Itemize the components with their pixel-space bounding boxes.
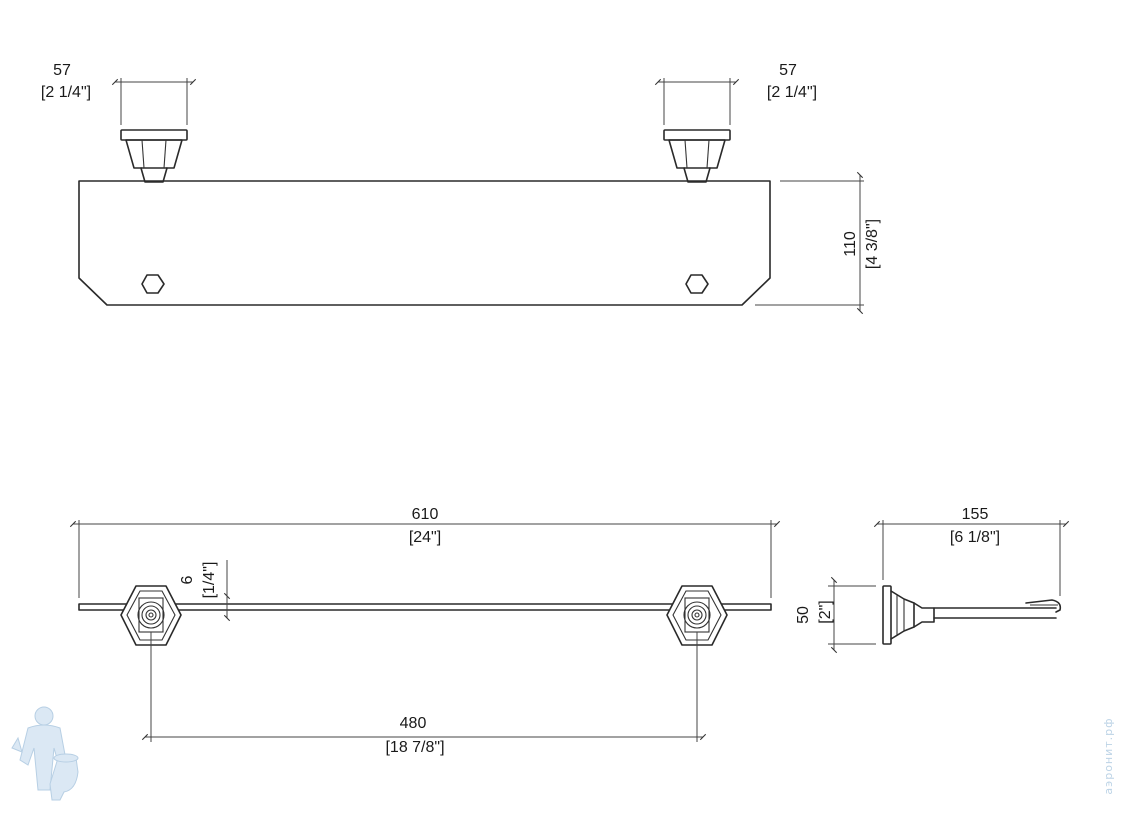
right-rosette-top — [666, 585, 728, 646]
label-glass-thickness-in: [1/4"] — [201, 562, 218, 599]
label-left-bracket-mm: 57 — [53, 62, 71, 79]
hex-screw-right — [685, 274, 709, 294]
label-glass-height-in: [4 3/8"] — [864, 219, 881, 269]
label-side-base-height-mm: 50 — [795, 606, 812, 624]
dim-glass-height: 110 [4 3/8"] — [755, 171, 881, 315]
front-view: 57 [2 1/4"] 57 [2 1/4"] 110 [4 3/8"] — [41, 62, 881, 315]
label-glass-thickness-mm: 6 — [179, 575, 196, 584]
label-mounting-centers-mm: 480 — [400, 715, 427, 732]
label-overall-length-mm: 610 — [412, 506, 439, 523]
dim-right-bracket: 57 [2 1/4"] — [654, 62, 817, 125]
label-mounting-centers-in: [18 7/8"] — [385, 739, 444, 756]
dim-mounting-centers: 480 [18 7/8"] — [141, 632, 707, 756]
glass-panel-top — [78, 603, 772, 611]
dim-glass-thickness: 6 [1/4"] — [179, 560, 231, 622]
watermark-text: аэронит.рф — [1102, 717, 1115, 794]
label-side-depth-mm: 155 — [962, 506, 989, 523]
label-right-bracket-mm: 57 — [779, 62, 797, 79]
side-view: 50 [2"] 155 [6 1/8"] — [795, 506, 1070, 654]
label-overall-length-in: [24"] — [409, 529, 441, 546]
glass-panel-front — [78, 180, 771, 306]
label-left-bracket-in: [2 1/4"] — [41, 84, 91, 101]
label-right-bracket-in: [2 1/4"] — [767, 84, 817, 101]
dim-side-depth: 155 [6 1/8"] — [873, 506, 1070, 596]
dim-left-bracket: 57 [2 1/4"] — [41, 62, 197, 125]
label-glass-height-mm: 110 — [842, 231, 859, 257]
label-side-base-height-in: [2"] — [817, 600, 834, 623]
hex-screw-left — [141, 274, 165, 294]
dim-side-base-height: 50 [2"] — [795, 576, 876, 654]
label-side-depth-in: [6 1/8"] — [950, 529, 1000, 546]
plumber-logo — [11, 706, 79, 801]
dim-overall-length: 610 [24"] — [69, 506, 781, 598]
left-bracket-front — [120, 129, 188, 183]
right-bracket-front — [663, 129, 731, 183]
top-view: 610 [24"] 6 [1/4"] 480 [18 7/8"] — [69, 506, 781, 756]
